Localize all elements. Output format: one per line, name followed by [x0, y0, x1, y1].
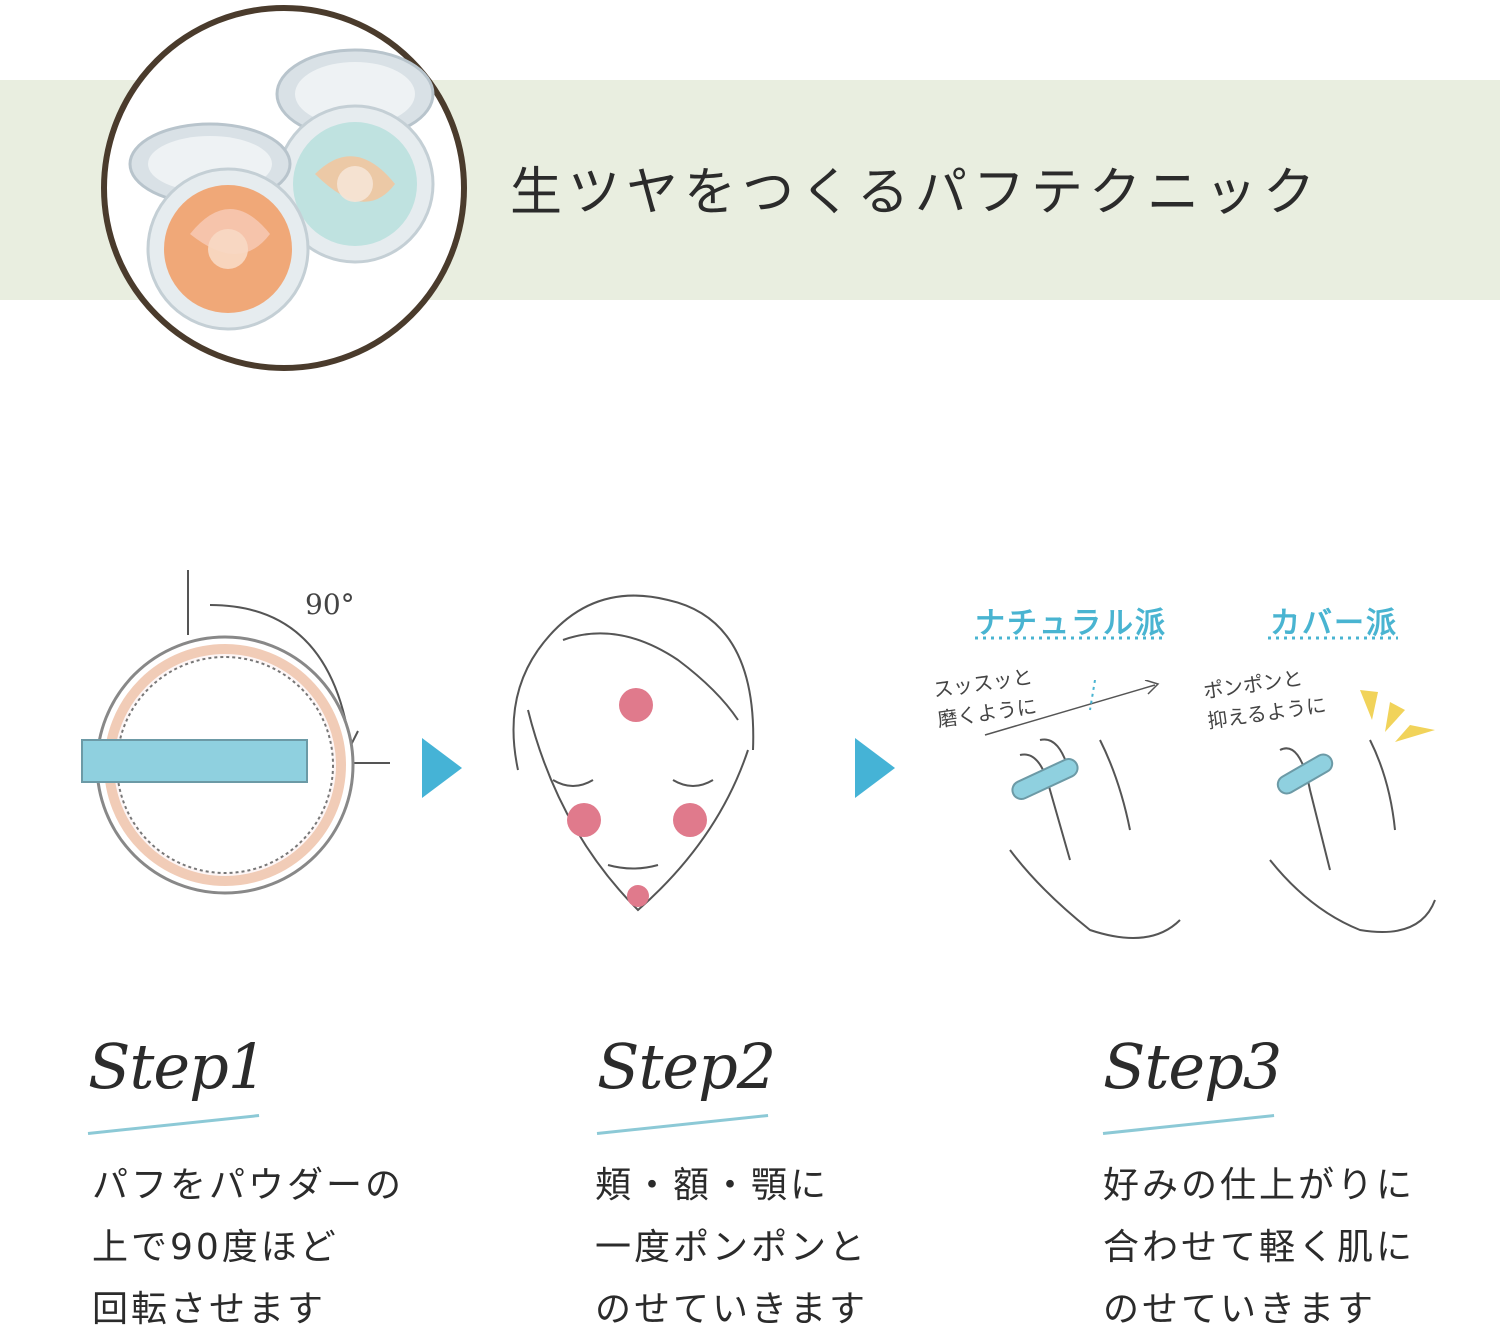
hands-illustration: [984, 680, 1436, 939]
step3-description: 好みの仕上がりに 合わせて軽く肌に のせていきます: [1103, 1165, 1416, 1330]
step3-underline: [1102, 1114, 1275, 1135]
puff-rotation-illustration: [81, 570, 390, 895]
step2-label: Step2: [597, 1030, 776, 1103]
arrow-right-icon: [855, 738, 895, 798]
step2-underline: [596, 1114, 769, 1135]
cover-underline: [1268, 636, 1398, 640]
product-compact-image: [101, 5, 467, 371]
step1-underline: [87, 1114, 260, 1135]
face-illustration: [512, 594, 755, 912]
arrow-right-icon: [422, 738, 462, 798]
step1-description: パフをパウダーの 上で90度ほど 回転させます: [92, 1165, 405, 1330]
natural-style-label: ナチュラル派: [975, 606, 1167, 641]
step3-label: Step3: [1103, 1030, 1282, 1103]
cover-style-label: カバー派: [1270, 606, 1398, 641]
page-title: 生ツヤをつくるパフテクニック: [510, 163, 1321, 223]
angle-label: 90°: [305, 588, 355, 621]
natural-underline: [975, 636, 1165, 640]
step1-label: Step1: [88, 1030, 267, 1103]
step2-description: 頬・額・顎に 一度ポンポンと のせていきます: [595, 1165, 869, 1330]
